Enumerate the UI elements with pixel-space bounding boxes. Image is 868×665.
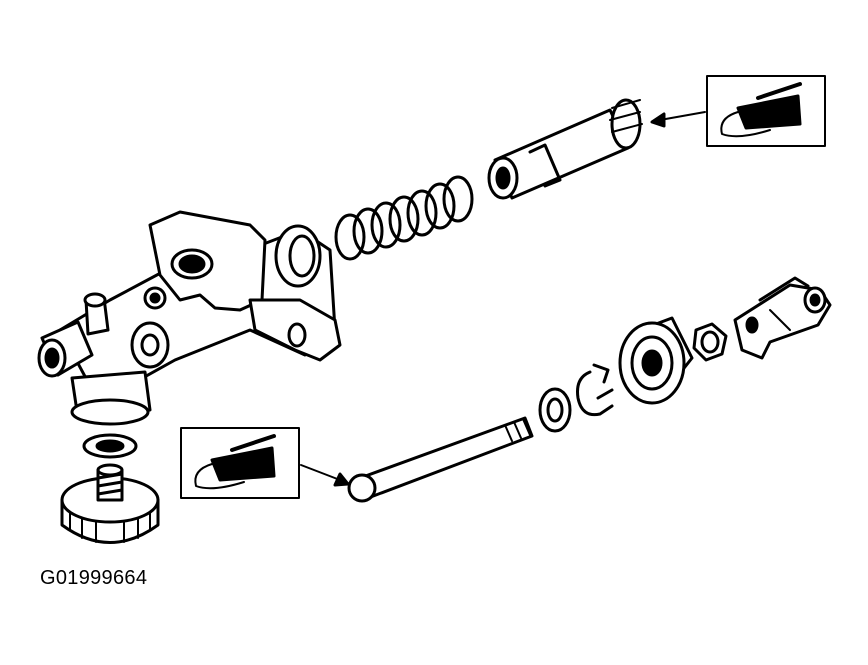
washer (538, 387, 572, 433)
boot (618, 316, 694, 405)
grease-gun-icon (194, 434, 276, 490)
return-spring (334, 175, 474, 261)
master-cylinder-body (37, 210, 342, 426)
figure-id-label: G01999664 (40, 567, 148, 589)
clevis (733, 276, 832, 360)
piston (487, 98, 643, 200)
reservoir-cap (60, 463, 160, 544)
snap-ring (576, 363, 614, 417)
reservoir-seal (82, 433, 138, 459)
push-rod (347, 416, 534, 503)
nut (692, 322, 728, 362)
grease-gun-icon (720, 82, 802, 138)
lubricate-push-rod-callout (180, 427, 350, 499)
lubricate-piston-callout (650, 75, 826, 147)
